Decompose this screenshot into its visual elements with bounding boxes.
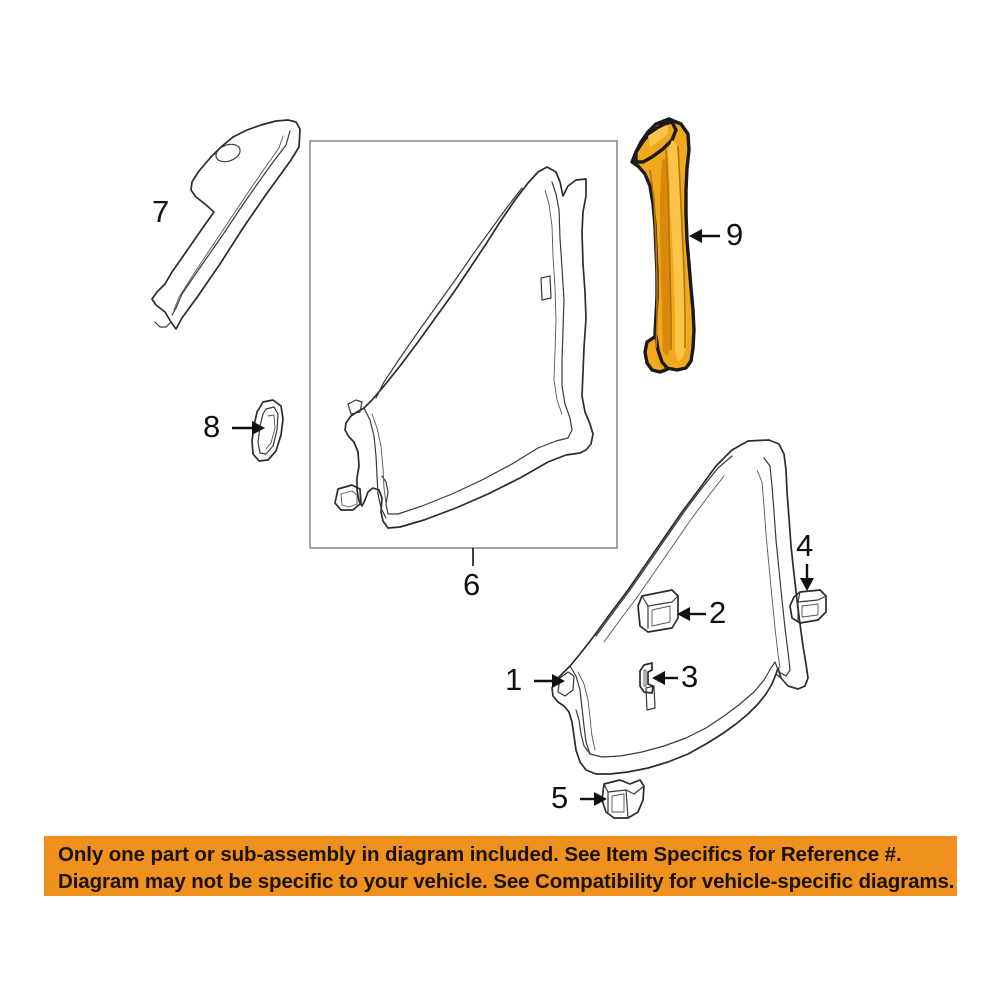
callout-4-arrowhead — [800, 578, 814, 591]
part-1-body-side-outer-panel — [551, 439, 809, 775]
callout-label-5: 5 — [551, 780, 569, 815]
callout-5-arrowhead — [594, 792, 607, 806]
callout-3-arrowhead — [652, 671, 665, 685]
part-3-small-retainer-clip — [639, 662, 654, 694]
disclaimer-line-1: Only one part or sub-assembly in diagram… — [58, 842, 902, 866]
callout-2-arrowhead — [677, 607, 690, 621]
callout-1-arrowhead — [552, 674, 565, 688]
callout-label-2: 2 — [709, 595, 727, 630]
callout-label-1: 1 — [505, 662, 523, 697]
part-9-a-pillar-reinforcement-highlighted — [630, 117, 696, 374]
part-2-reinforcement-bracket — [637, 589, 679, 633]
callout-label-3: 3 — [681, 659, 699, 694]
callout-label-8: 8 — [203, 409, 221, 444]
callout-label-9: 9 — [726, 217, 744, 252]
part-7-roof-side-rail-brace — [151, 119, 301, 330]
callout-label-4: 4 — [796, 528, 814, 563]
callout-label-6: 6 — [463, 567, 481, 602]
part-4-wedge-bracket — [789, 589, 827, 624]
part-6-body-side-inner-panel — [334, 166, 594, 529]
disclaimer-banner: Only one part or sub-assembly in diagram… — [44, 836, 957, 896]
part-6-boundary-box — [309, 140, 618, 549]
callout-label-7: 7 — [152, 194, 170, 229]
part-5-lower-rocker-bracket — [601, 779, 645, 819]
callout-8-arrowhead — [252, 421, 265, 435]
callout-9-arrowhead — [689, 229, 702, 243]
disclaimer-line-2: Diagram may not be specific to your vehi… — [58, 870, 955, 893]
